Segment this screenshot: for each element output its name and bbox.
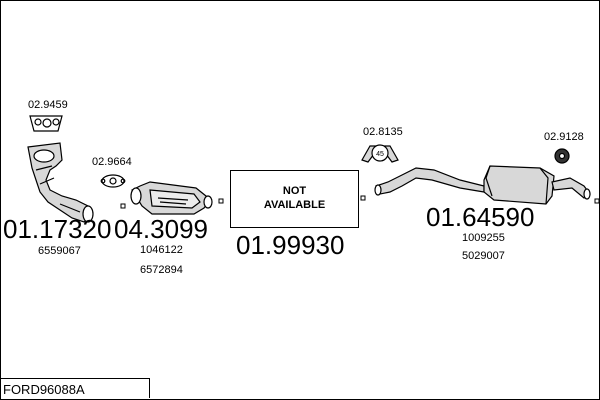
exhaust-manifold-icon [27,142,94,223]
part-4-code: 01.64590 [426,202,535,232]
gasket-1-code: 02.9459 [28,99,68,111]
gasket-02-9664-icon [100,174,126,188]
not-available-line-1: NOT [282,185,307,198]
clamp-02-8135-icon [361,144,399,163]
part-2-ref-2: 6572894 [140,264,183,276]
part-2-code: 04.3099 [114,214,208,244]
catalytic-converter-icon [130,181,213,215]
part-3-code: 01.99930 [236,230,345,260]
connector-markers [120,195,600,209]
footer-label: FORD96088A [3,382,85,397]
rubber-mount-icon [554,148,570,164]
part-1-ref-1: 6559067 [38,245,81,257]
part-4-ref-1: 1009255 [462,232,505,244]
rubber-mount-code: 02.9128 [544,131,584,143]
footer-label-box: FORD96088A [0,378,150,398]
part-1-code: 01.17320 [3,214,112,244]
clamp-code: 02.8135 [363,126,403,138]
clamp-size-label: 45 [376,151,384,158]
rear-silencer-icon [374,165,591,205]
not-available-line-2: AVAILABLE [263,199,326,211]
part-4-ref-2: 5029007 [462,250,505,262]
gasket-02-9459-icon [29,115,63,132]
part-2-ref-1: 1046122 [140,244,183,256]
gasket-2-code: 02.9664 [92,156,132,168]
not-available-box: NOT AVAILABLE [230,170,359,228]
